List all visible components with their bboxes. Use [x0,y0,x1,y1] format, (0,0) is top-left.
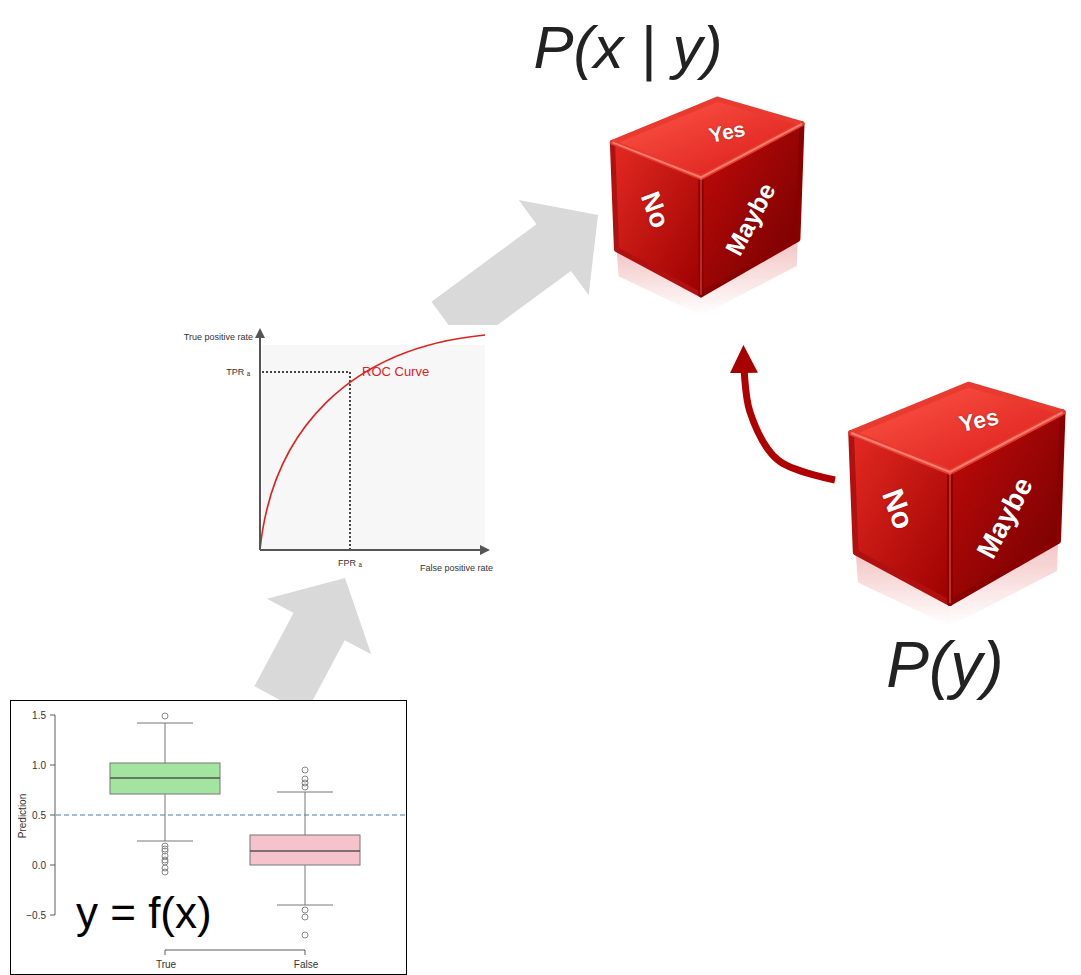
box-plot-drawing [50,915,55,916]
tick-label: 0.0 [32,860,46,872]
roc-chart-drawing [480,545,490,555]
die-face-label: Maybe [970,472,1041,565]
tick-label: 1.5 [32,710,46,722]
box-plot-drawing [165,950,305,951]
box-plot-drawing [162,713,168,875]
formula-label: y = f(x) [76,887,212,940]
box-plot-drawing [162,859,168,865]
box-plot-drawing [137,723,193,724]
box-plot-drawing [165,723,166,763]
box-plot-drawing [302,767,308,938]
box-plot-drawing [165,950,166,955]
roc-chart-drawing [262,371,350,373]
box-plot-drawing [162,869,168,875]
box-plot-drawing [56,815,405,816]
die-node: YesNoMaybeP(y) [835,380,1070,625]
box-plot-drawing [277,905,333,906]
flow-arrow [254,578,371,714]
axis-title: Prediction [17,794,29,838]
roc-chart-drawing [160,325,530,578]
box-plot-drawing [50,765,55,766]
roc-chart-drawing [259,334,261,550]
roc-chart-drawing [262,345,485,549]
roc-chart-drawing [260,549,484,551]
die-picture [612,99,802,315]
box-plot-drawing [50,815,55,816]
box-plot-drawing [162,713,168,719]
box-plot-drawing [10,700,407,975]
threshold-label: FPR ₐ [338,558,362,569]
die-picture [612,99,802,315]
box-plot-drawing [110,777,220,779]
die-face-label: No [633,188,676,233]
die-face-label: Yes [956,404,1001,439]
box-plot-drawing [10,700,407,975]
tick-label: 1.0 [32,760,46,772]
roc-chart-drawing [349,372,351,549]
axis-title: False positive rate [420,563,493,574]
die-face-label: Yes [706,116,747,148]
curved-arrow [744,359,835,480]
box-plot-drawing [110,763,220,794]
axis-title: True positive rate [184,332,253,343]
die-face-label: No [874,484,922,534]
box-plot-drawing [137,841,193,842]
roc-chart-drawing [160,325,530,578]
box-plot-drawing [302,932,308,938]
roc-chart-drawing [255,328,265,338]
tick-label: −0.5 [26,910,46,922]
box-plot-drawing [302,767,308,773]
probability-label: P(x | y) [534,12,723,84]
box-plot-drawing [302,907,308,913]
box-plot-drawing [50,715,55,716]
probability-label: P(y) [886,627,1003,704]
die-picture [851,385,1063,626]
category-label: True [156,959,176,971]
curve-label: ROC Curve [362,364,429,380]
box-plot-drawing [250,850,360,852]
die-picture [851,385,1063,626]
die-node: P(x | y)YesNoMaybe [598,95,808,345]
box-plot-drawing [305,865,306,905]
box-plot-drawing [165,794,166,841]
roc-chart-drawing [260,335,485,550]
box-plot-drawing [50,865,55,866]
box-plot-drawing [305,950,306,955]
box-plot-drawing [250,835,360,865]
box-plot-drawing [277,792,333,793]
category-label: False [294,959,318,971]
box-plot: 1.5 1.0 0.5 0.0 −0.5 Prediction y = f(x) True Fa… [10,700,407,975]
threshold-label: TPR ₐ [226,367,250,378]
die-face-label: Maybe [719,177,782,260]
box-plot-drawing [305,792,306,835]
tick-label: 0.5 [32,810,46,822]
box-plot-drawing [302,776,308,782]
box-plot-drawing [302,914,308,920]
roc-chart: True positive rateTPR ₐ ROC CurveFPR ₐ Fal… [160,325,530,578]
